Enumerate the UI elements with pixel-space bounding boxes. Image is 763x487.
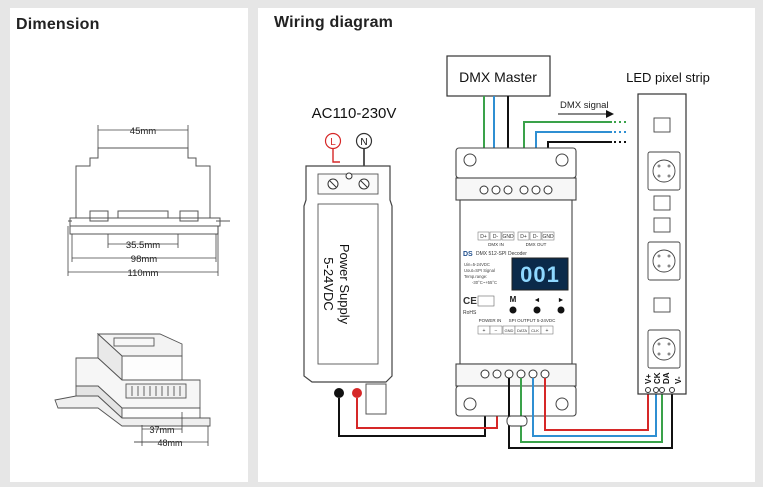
- wiring-title: Wiring diagram: [274, 14, 394, 31]
- dmx-wire-continuation: [614, 121, 628, 143]
- button-m-label: M: [510, 295, 517, 304]
- out-term-6: +: [546, 328, 549, 334]
- dmx-term-6: GND: [542, 234, 554, 240]
- isometric-dimension-lines: [134, 412, 209, 446]
- dmx-master-box: [446, 55, 551, 97]
- power-supply-label-line1: Power Supply: [337, 244, 352, 325]
- dimension-drawing: 45mm 35.5mm 98mm 110mm: [54, 125, 230, 448]
- dmx-term-4: D+: [520, 234, 527, 240]
- out-term-3: GND: [505, 328, 514, 333]
- wiring-panel: Wiring diagram DMX Master DMX signal AC1…: [258, 8, 755, 482]
- dmx-terminal-labels: D+ D- GND D+ D- GND: [477, 231, 555, 241]
- neutral-terminal-marker: [355, 132, 373, 150]
- spec-output: Uout=SPI Signal: [464, 268, 495, 273]
- power-supply-label-line2: 5-24VDC: [321, 257, 336, 310]
- live-terminal-marker: [324, 132, 342, 150]
- strip-pin-ck: CK: [653, 372, 662, 384]
- psu-negative-terminal: [334, 388, 344, 398]
- spec-temp: Temp.range:: [464, 274, 487, 279]
- strip-pin-vplus: V+: [644, 374, 653, 384]
- rohs-mark: RoHS: [463, 310, 477, 316]
- out-term-1: +: [483, 328, 486, 334]
- wiring-drawing: DMX Master DMX signal AC110-230V L N: [303, 55, 710, 449]
- dmx-out-label: DMX OUT: [526, 242, 547, 247]
- live-terminal-label: L: [330, 137, 336, 148]
- power-in-label: POWER IN: [479, 318, 502, 323]
- spi-output-wires: [508, 378, 673, 449]
- dmx-term-1: D+: [480, 234, 487, 240]
- button-m[interactable]: [509, 306, 517, 314]
- decoder-bottom-terminals: [480, 369, 550, 379]
- dim-iso-depth-label: 37mm: [149, 425, 174, 435]
- display-value: 001: [520, 262, 560, 287]
- button-left-label: ◄: [534, 297, 541, 304]
- out-term-4: DATA: [517, 328, 527, 333]
- button-right-label: ►: [558, 297, 565, 304]
- psu-positive-terminal: [352, 388, 362, 398]
- wire-clip-icon: [506, 415, 528, 427]
- dmx-signal-label: DMX signal: [560, 100, 609, 111]
- ac-input-label: AC110-230V: [312, 105, 397, 122]
- strip-pin-vminus: V-: [674, 376, 683, 384]
- live-wire: [332, 149, 340, 163]
- decoder-top-terminals: [479, 185, 553, 195]
- strip-solder-pads: [645, 387, 675, 393]
- dim-base-width-label: 98mm: [131, 254, 157, 265]
- spec-temp-value: -30°C~+55°C: [472, 280, 497, 285]
- power-supply: [303, 165, 393, 415]
- dmx-in-label: DMX IN: [488, 242, 504, 247]
- dim-iso-width-label: 48mm: [157, 438, 182, 448]
- decoder-display: [511, 257, 569, 291]
- weee-bin-icon: [477, 295, 495, 307]
- led-strip-label: LED pixel strip: [626, 70, 710, 85]
- out-term-2: −: [495, 328, 498, 334]
- spec-input: Uin=5-24VDC: [464, 262, 490, 267]
- front-view-outline: [68, 147, 230, 235]
- neutral-terminal-label: N: [360, 137, 367, 148]
- dmx-term-5: D-: [533, 234, 539, 240]
- decoder-model: DMX 512-SPI Decoder: [476, 251, 527, 257]
- dimension-title: Dimension: [16, 16, 100, 33]
- dim-inner-width-label: 35.5mm: [126, 240, 160, 251]
- button-right[interactable]: [557, 306, 565, 314]
- dmx-signal-arrow-icon: [606, 110, 614, 118]
- isometric-view: [54, 332, 211, 427]
- strip-pin-da: DA: [662, 372, 671, 384]
- spi-output-label: SPI OUTPUT 5-24VDC: [509, 318, 556, 323]
- decoder-brand: DS: [463, 251, 473, 258]
- front-dimension-lines: [67, 125, 219, 276]
- dimension-panel: Dimension 45mm 35.5: [10, 8, 248, 482]
- ce-mark: CE: [463, 296, 477, 307]
- button-left[interactable]: [533, 306, 541, 314]
- led-pixel-strip: [637, 93, 687, 395]
- dmx-term-3: GND: [502, 234, 514, 240]
- out-term-5: CLK: [531, 328, 539, 333]
- dmx-master-label: DMX Master: [459, 69, 537, 85]
- dim-total-width-label: 110mm: [128, 268, 159, 279]
- dim-top-width-label: 45mm: [130, 126, 156, 137]
- output-terminal-labels: + − GND DATA CLK +: [477, 325, 554, 335]
- dmx-term-2: D-: [493, 234, 499, 240]
